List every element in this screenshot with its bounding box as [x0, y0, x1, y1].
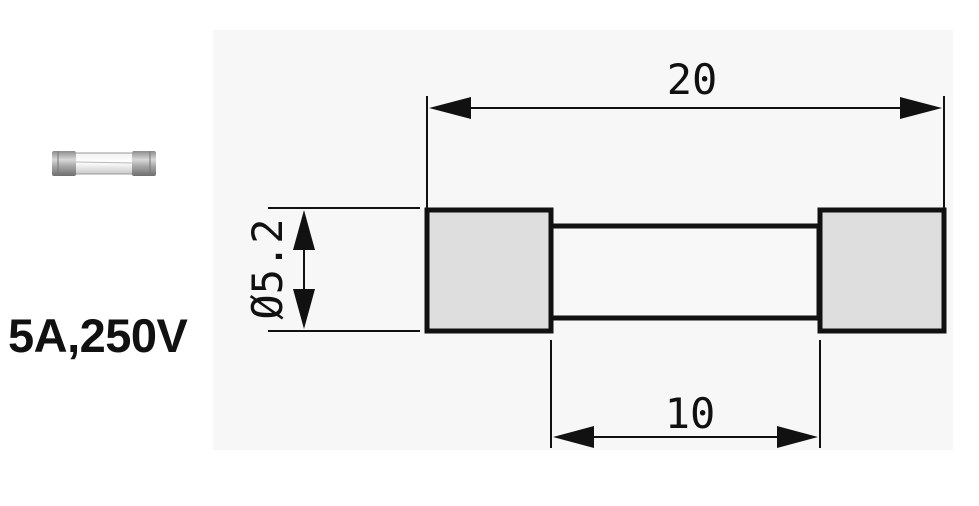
left-end-cap [424, 207, 554, 334]
overall-length-label: 20 [667, 55, 718, 104]
arrowhead-left-icon [553, 426, 594, 448]
rating-label: 5A,250V [8, 309, 188, 362]
arrowhead-right-icon [777, 426, 818, 448]
body-length-dimension: 10 [550, 340, 821, 448]
arrowhead-bottom-icon [293, 289, 315, 329]
arrowhead-top-icon [293, 210, 315, 250]
diameter-dimension: Ø5.2 [243, 207, 420, 332]
right-end-cap [817, 207, 947, 334]
arrowhead-left-icon [429, 97, 471, 119]
overall-length-dimension: 20 [426, 55, 945, 208]
arrowhead-right-icon [900, 97, 942, 119]
diameter-label: Ø5.2 [243, 218, 292, 319]
fuse-outline [424, 207, 947, 334]
glass-fuse-photo-icon [52, 151, 156, 176]
body-length-label: 10 [665, 389, 716, 438]
glass-body [548, 223, 822, 321]
